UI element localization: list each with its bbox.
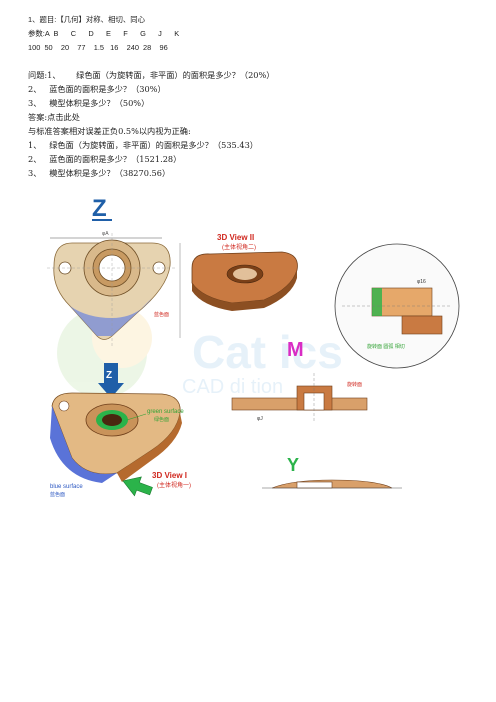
green-surface-label-cn: 绿色面 — [154, 416, 169, 423]
green-surface-label-en: green surface — [147, 409, 184, 415]
params-label: 参数:A B C D E F G J K — [28, 29, 180, 38]
detail-circle-view: φ16 旋转面 圆弧 相切 — [334, 243, 460, 369]
bottom-view-y — [262, 479, 402, 489]
blue-face-tag: 蓝色面 — [154, 311, 169, 318]
watermark-text: Cat ics — [192, 326, 343, 378]
view-direction-arrow-icon — [122, 476, 153, 497]
view3d-1-subtitle: (主体视角一) — [157, 481, 191, 489]
view3d-1-title: 3D View I — [152, 471, 187, 480]
blue-surface-label-en: blue surface — [50, 484, 83, 490]
answer-heading[interactable]: 答案:点击此处 — [28, 112, 80, 122]
side-tag: 旋转面 — [347, 381, 362, 388]
cad-drawing-figure: Cat ics CAD di tion Z φA 蓝色面 Z 3D View I… — [42, 188, 472, 500]
tolerance-note: 与标准答案相对误差正负0.5%以内视为正确: — [28, 126, 191, 136]
view3d-2-model — [191, 251, 298, 311]
view-z-label: Z — [92, 195, 107, 222]
problem-title: 1、题目:【几何】对称、相切、同心 — [28, 15, 146, 24]
answer-3: 3、 模型体积是多少？（38270.56） — [28, 168, 171, 178]
params-values: 100 50 20 77 1.5 16 240 28 96 — [28, 43, 168, 52]
top-view-drawing: φA 蓝色面 — [47, 231, 181, 348]
question-2: 2、 蓝色面的面积是多少？（30%） — [28, 84, 166, 94]
view3d-1-model — [50, 392, 182, 483]
watermark-subtext: CAD di tion — [182, 376, 283, 398]
view3d-2-title: 3D View II — [217, 233, 254, 242]
svg-text:Z: Z — [106, 370, 112, 381]
view-y-label: Y — [287, 455, 299, 475]
view3d-2-subtitle: (主体视角二) — [222, 243, 256, 251]
answer-1: 1、 绿色面（为旋转面，非平面）的面积是多少？（535.43） — [28, 140, 258, 150]
question-3: 3、 模型体积是多少？（50%） — [28, 98, 150, 108]
section-view-m: 旋转面 φJ — [231, 373, 368, 423]
question-1: 问题:1、 绿色面（为旋转面，非平面）的面积是多少？（20%） — [28, 70, 275, 80]
detail-note: 旋转面 圆弧 相切 — [367, 343, 405, 350]
view-m-label: M — [287, 339, 304, 361]
blue-surface-label-cn: 蓝色面 — [50, 491, 65, 498]
svg-text:φA: φA — [102, 231, 109, 237]
svg-text:φ16: φ16 — [417, 279, 426, 285]
answer-2: 2、 蓝色面的面积是多少？（1521.28） — [28, 154, 182, 164]
svg-text:φJ: φJ — [257, 416, 263, 422]
down-arrow-icon: Z — [98, 363, 124, 398]
